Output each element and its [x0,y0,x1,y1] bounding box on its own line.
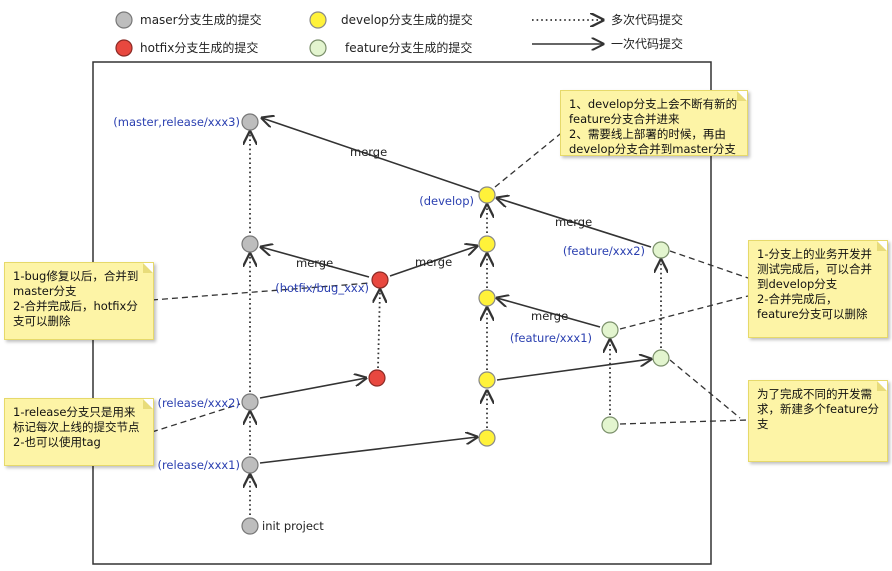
legend-hotfix-dot [115,39,133,57]
commit-hotfix-start[interactable] [368,369,386,387]
release2-to-hotfix [259,378,366,399]
release1-to-develop [259,437,477,464]
hotfix-to-develop-merge [389,246,477,277]
note-hotfix-line-4: 支可以删除 [13,314,71,328]
label-feature2: (feature/xxx2) [563,244,645,258]
commit-develop-1[interactable] [478,429,496,447]
commit-feature1-head[interactable] [601,321,619,339]
label-feature1: (feature/xxx1) [510,331,592,345]
connector-develop-note [494,129,566,188]
note-feature-new: 为了完成不同的开发需 求，新建多个feature分 支 [748,380,888,462]
note-hotfix-line-2: master分支 [13,284,77,298]
note-release: 1-release分支只是用来 标记每次上线的提交节点 2-也可以使用tag [4,398,154,466]
note-release-line-3: 2-也可以使用tag [13,435,101,449]
commit-feature2-start[interactable] [652,349,670,367]
note-hotfix: 1-bug修复以后，合并到 master分支 2-合并完成后，hotfix分 支… [4,262,154,340]
note-feature-new-line-1: 为了完成不同的开发需 [757,387,872,401]
connector-feature1b-note [619,419,749,425]
note-feature-merge: 1-分支上的业务开发并 测试完成后，可以合并 到develop分支 2-合并完成… [748,240,888,338]
connector-feature1-note [619,295,749,330]
note-hotfix-line-1: 1-bug修复以后，合并到 [13,269,139,283]
label-hotfix: (hotfix/bug_xxx) [275,281,369,295]
merge-label-hotfix-develop: merge [415,255,452,269]
legend-master-text: maser分支生成的提交 [140,12,262,27]
legend: maser分支生成的提交 develop分支生成的提交 多次代码提交 hotfi… [115,11,683,57]
legend-hotfix-text: hotfix分支生成的提交 [140,40,258,55]
commit-develop-head[interactable] [478,186,496,204]
solid-links [259,118,652,464]
note-develop: 1、develop分支上会不断有新的 feature分支合并进来 2、需要线上部… [560,90,748,156]
label-master-release3: (master,release/xxx3) [113,115,240,129]
callout-connectors [151,129,749,433]
commit-feature2-head[interactable] [652,241,670,259]
legend-single-text: 一次代码提交 [611,36,683,51]
develop-to-master-merge [262,118,480,193]
connector-feature2b-note [669,359,741,419]
commit-nodes [241,113,670,535]
note-feature-merge-line-3: 到develop分支 [757,277,838,291]
commit-develop-4[interactable] [478,235,496,253]
commit-master-init[interactable] [241,517,259,535]
legend-feature-text: feature分支生成的提交 [345,40,472,55]
connector-feature2-note [669,250,749,279]
note-develop-line-2: feature分支合并进来 [569,112,680,126]
note-develop-line-4: develop分支合并到master分支 [569,142,736,156]
label-init-project: init project [262,519,324,533]
label-release2: (release/xxx2) [157,396,240,410]
commit-master-release3[interactable] [241,113,259,131]
note-develop-line-1: 1、develop分支上会不断有新的 [569,97,738,111]
legend-develop-dot [309,11,327,29]
note-hotfix-line-3: 2-合并完成后，hotfix分 [13,299,138,313]
commit-master-hotfix-merge[interactable] [241,235,259,253]
legend-feature-dot [309,39,327,57]
hotfix-to-master-merge [261,247,370,278]
commit-feature1-start[interactable] [601,416,619,434]
develop-to-feature2 [496,359,651,381]
legend-develop-text: develop分支生成的提交 [341,12,473,27]
merge-label-feature1-develop: merge [531,309,568,323]
note-feature-merge-line-4: 2-合并完成后， [757,292,838,306]
note-feature-merge-line-2: 测试完成后，可以合并 [757,262,872,276]
commit-develop-3[interactable] [478,289,496,307]
legend-multi-text: 多次代码提交 [611,12,683,27]
note-feature-new-line-2: 求，新建多个feature分 [757,402,880,416]
label-release1: (release/xxx1) [157,458,240,472]
note-feature-new-line-3: 支 [757,417,769,431]
commit-master-release2[interactable] [241,393,259,411]
branch-labels: (master,release/xxx3) (develop) (feature… [113,115,645,533]
label-develop: (develop) [419,194,474,208]
connector-hotfix-note [151,282,371,301]
merge-label-feature2-develop: merge [555,215,592,229]
note-release-line-2: 标记每次上线的提交节点 [13,420,140,434]
commit-develop-2[interactable] [478,371,496,389]
note-release-line-1: 1-release分支只是用来 [13,405,136,419]
connector-release-note [151,403,241,433]
note-feature-merge-line-5: feature分支可以删除 [757,307,868,321]
hotfix-line [378,290,380,369]
commit-master-release1[interactable] [241,456,259,474]
merge-labels: merge merge merge merge merge [296,145,592,323]
merge-label-develop-master: merge [350,145,387,159]
legend-master-dot [115,11,133,29]
feature1-to-develop-merge [497,298,601,328]
merge-label-hotfix-master: merge [296,256,333,270]
note-develop-line-3: 2、需要线上部署的时候，再由 [569,127,726,141]
dotted-links [250,132,661,515]
feature2-to-develop-merge [497,198,652,248]
commit-hotfix-bug[interactable] [371,271,389,289]
note-feature-merge-line-1: 1-分支上的业务开发并 [757,247,872,261]
